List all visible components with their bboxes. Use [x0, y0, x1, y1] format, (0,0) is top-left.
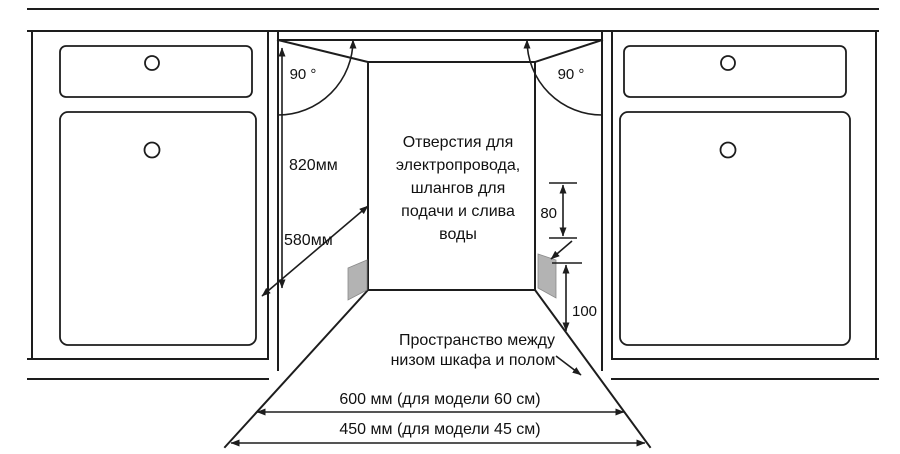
arc-left-arrow — [277, 39, 357, 116]
label-angle-right: 90 ° — [558, 66, 585, 83]
floor-gap-note: Пространство между низом шкафа и полом — [391, 332, 582, 376]
floor-band-right — [611, 358, 879, 380]
countertop — [27, 8, 879, 32]
left-door-panel — [59, 111, 257, 346]
holes-note-line-4: подачи и слива — [401, 203, 515, 220]
holes-note-line-5: воды — [439, 226, 477, 243]
left-cabinet — [31, 30, 269, 360]
width-dimension-600: 600 мм (для модели 60 см) — [256, 391, 625, 416]
arc-right-arrow — [523, 39, 603, 116]
label-angle-left: 90 ° — [290, 66, 317, 83]
floor-gap-pointer-arrow — [555, 355, 582, 376]
label-niche-depth: 580мм — [284, 232, 333, 249]
cable-hole-right — [537, 253, 557, 299]
right-door-panel — [619, 111, 851, 346]
niche-back-wall — [367, 61, 536, 291]
hole-dimension-80: 80 — [540, 182, 577, 260]
label-niche-height: 820мм — [289, 157, 338, 174]
height-dimension-820: 820мм — [278, 47, 338, 289]
left-drawer-knob — [144, 55, 160, 71]
left-door-knob — [143, 141, 161, 159]
niche-top-left-perspective — [276, 38, 370, 64]
door-swing-arc-right: 90 ° — [523, 39, 603, 116]
niche-floor-left-edge — [223, 288, 370, 449]
right-door-knob — [719, 141, 737, 159]
niche-top-right-perspective — [533, 38, 604, 64]
depth-dimension-580: 580мм — [261, 205, 369, 297]
holes-note-line-2: электропровода, — [396, 157, 520, 174]
hole-pointer-arrow — [550, 240, 573, 260]
holes-note-line-1: Отверстия для — [403, 134, 514, 151]
niche-floor-right-edge — [533, 288, 652, 449]
label-hole-dim-top: 80 — [540, 205, 557, 222]
holes-note: Отверстия для электропровода, шлангов дл… — [396, 134, 520, 243]
floor-gap-note-line-1: Пространство между — [399, 332, 555, 349]
holes-note-line-3: шлангов для — [411, 180, 506, 197]
right-cabinet — [611, 30, 877, 360]
floor-dimension-100: 100 — [552, 262, 597, 332]
label-width-450: 450 мм (для модели 45 см) — [339, 421, 540, 438]
label-width-600: 600 мм (для модели 60 см) — [339, 391, 540, 408]
door-swing-arc-left: 90 ° — [277, 39, 357, 116]
right-drawer-panel — [623, 45, 847, 98]
installation-niche — [223, 32, 652, 449]
left-drawer-panel — [59, 45, 253, 98]
width-dimension-450: 450 мм (для модели 45 см) — [230, 421, 646, 447]
floor-band-left — [27, 358, 269, 380]
label-hole-dim-bottom: 100 — [572, 303, 597, 320]
right-drawer-knob — [720, 55, 736, 71]
floor-gap-note-line-2: низом шкафа и полом — [391, 352, 556, 369]
